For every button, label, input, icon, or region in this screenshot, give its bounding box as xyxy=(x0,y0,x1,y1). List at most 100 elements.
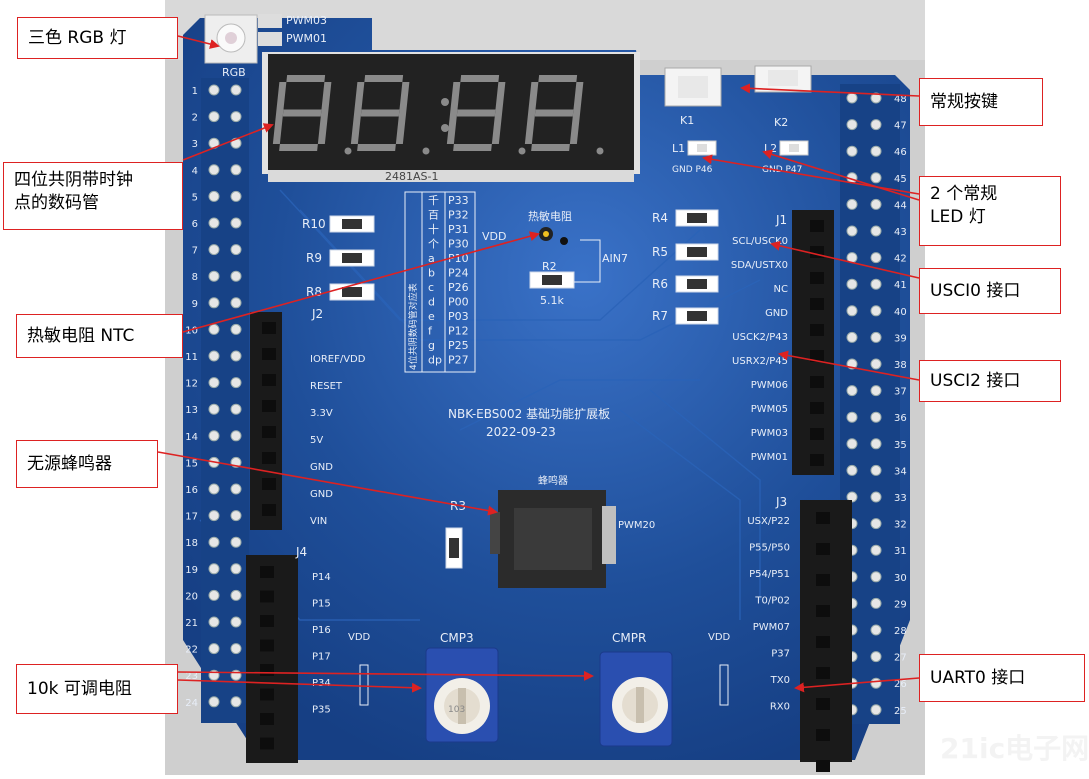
segment-table-cell: 个 xyxy=(428,238,439,251)
pin-hole xyxy=(208,164,220,176)
silk-r10: R10 xyxy=(302,217,326,231)
pin-hole xyxy=(846,225,858,237)
left-pin-number: 5 xyxy=(192,192,198,203)
left-pin-number: 11 xyxy=(185,352,198,363)
pin-hole xyxy=(870,411,882,423)
left-pin-number: 20 xyxy=(185,591,198,602)
left-pin-holes xyxy=(208,84,242,708)
display-segment xyxy=(453,144,492,151)
pin-hole xyxy=(870,119,882,131)
j2-pin-label: VIN xyxy=(310,516,327,527)
j3-pin-label: P55/P50 xyxy=(749,543,790,554)
segment-table-cell: 十 xyxy=(428,222,439,236)
segment-table-cell: P03 xyxy=(448,310,469,323)
header-slot xyxy=(262,374,276,386)
left-pin-number: 12 xyxy=(185,379,198,390)
header-slot xyxy=(260,713,274,725)
display-segment xyxy=(534,109,574,117)
left-pin-number: 9 xyxy=(192,299,198,310)
pin-hole xyxy=(208,696,220,708)
silk-r7: R7 xyxy=(652,309,668,323)
resistor-r3 xyxy=(445,527,463,569)
j2-pin-label: RESET xyxy=(310,381,343,392)
pin-hole xyxy=(870,571,882,583)
display-segment xyxy=(528,82,539,113)
pin-hole xyxy=(208,270,220,282)
header-j3 xyxy=(800,500,852,762)
silk-k1: K1 xyxy=(680,114,694,127)
header-slot xyxy=(260,737,274,750)
pin-hole xyxy=(208,111,220,123)
segment-table-cell: 千 xyxy=(428,194,439,207)
display-segment xyxy=(456,109,496,117)
segment-table-cell: P33 xyxy=(448,194,469,207)
header-slot xyxy=(810,272,824,284)
j3-pin-label: P54/P51 xyxy=(749,569,790,580)
segment-table-cell: P24 xyxy=(448,267,469,280)
left-pin-number: 8 xyxy=(192,272,198,283)
pin-hole xyxy=(230,270,242,282)
right-pin-number: 27 xyxy=(894,653,907,664)
pin-hole xyxy=(230,377,242,389)
callout-keys: 常规按键 xyxy=(919,78,1043,126)
header-slot xyxy=(262,504,276,516)
silk-vdd: VDD xyxy=(482,230,506,243)
pin-hole xyxy=(846,411,858,423)
j1-pin-label: NC xyxy=(774,284,788,295)
header-slot xyxy=(810,324,824,336)
left-pin-number: 2 xyxy=(192,113,198,124)
display-segment xyxy=(460,75,500,82)
display-segment xyxy=(395,113,407,144)
left-pin-number: 17 xyxy=(185,512,198,523)
pin-hole xyxy=(870,278,882,290)
display-segment xyxy=(350,113,362,144)
pin-hole xyxy=(846,305,858,317)
pin-hole xyxy=(230,643,242,655)
pin-hole xyxy=(208,217,220,229)
pin-hole xyxy=(208,403,220,415)
left-pin-number: 22 xyxy=(185,645,198,656)
display-segment xyxy=(282,109,322,117)
display-segment xyxy=(531,144,570,151)
pin-hole xyxy=(870,385,882,397)
segment-table-cell: c xyxy=(428,281,434,294)
header-slot xyxy=(262,348,276,360)
pot-code: 103 xyxy=(448,705,465,715)
right-pin-number: 31 xyxy=(894,546,907,557)
display-segment xyxy=(272,113,284,144)
pin-hole xyxy=(870,198,882,210)
header-slot xyxy=(260,615,274,627)
pin-hole xyxy=(208,190,220,202)
left-pin-column xyxy=(201,78,249,723)
j2-pin-label: 3.3V xyxy=(310,408,333,419)
pin-hole xyxy=(230,323,242,335)
callout-arrows xyxy=(157,35,920,693)
silk-r9: R9 xyxy=(306,251,322,265)
segment-table-cell: P30 xyxy=(448,238,469,251)
segment-table-cell: 百 xyxy=(428,209,439,222)
indicator-leds xyxy=(687,140,809,156)
left-pin-number: 14 xyxy=(185,432,198,443)
pin-hole xyxy=(846,385,858,397)
passive-buzzer xyxy=(490,490,616,588)
j2-pin-label: GND xyxy=(310,489,333,500)
j1-pin-label: GND xyxy=(765,308,788,319)
pin-hole xyxy=(230,563,242,575)
right-pin-number: 41 xyxy=(894,280,907,291)
callout-potentiometer: 10k 可调电阻 xyxy=(16,664,178,714)
board-date: 2022-09-23 xyxy=(486,425,556,439)
header-slot xyxy=(810,376,824,388)
display-segment xyxy=(357,144,396,151)
silk-vdd-right: VDD xyxy=(708,632,731,643)
pin-hole xyxy=(870,252,882,264)
pin-hole xyxy=(230,350,242,362)
j2-pin-label: 5V xyxy=(310,435,323,446)
ntc-thermistor xyxy=(529,227,601,289)
pin-hole xyxy=(208,563,220,575)
right-pin-number: 46 xyxy=(894,147,907,158)
right-pin-number: 36 xyxy=(894,413,907,424)
silk-gnd-p47: GND P47 xyxy=(762,165,802,175)
pin-hole xyxy=(230,510,242,522)
header-slot xyxy=(260,590,274,603)
